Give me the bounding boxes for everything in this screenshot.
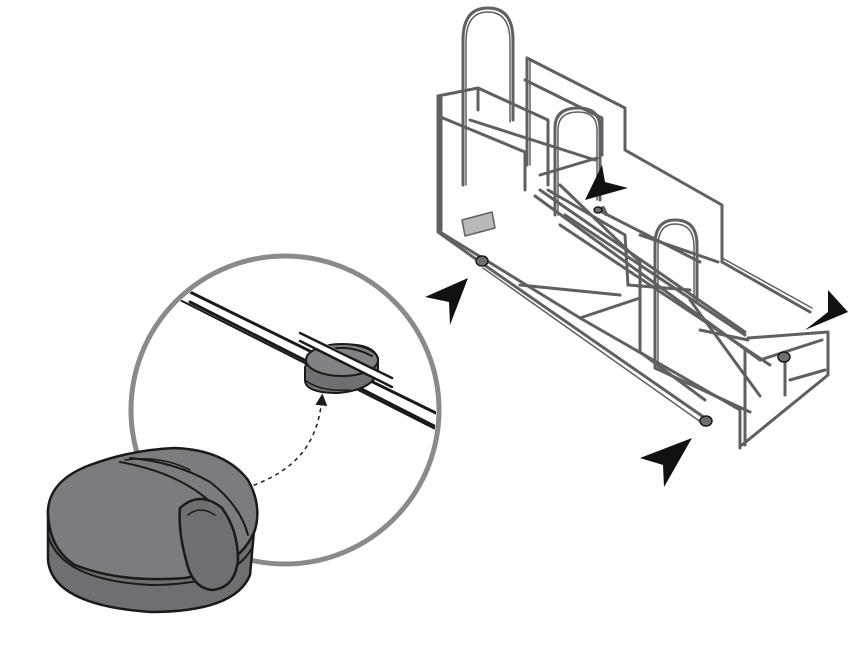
rack-foot-front-right: [777, 351, 791, 363]
rack-feet: [475, 206, 791, 427]
front-end-frame: [738, 330, 830, 450]
label-plate: [461, 211, 496, 237]
rubber-foot-icon: [46, 446, 259, 614]
dashed-leader-arrow: [245, 393, 328, 489]
arrowhead-marker-icon: [640, 438, 692, 487]
front-handle-loop: [653, 218, 699, 370]
arrowhead-markers: [425, 165, 848, 487]
rear-frame: [436, 94, 482, 264]
side-rail-bottom: [478, 260, 707, 420]
arrowhead-marker-icon: [425, 278, 468, 325]
small-foot-on-rod: [296, 331, 396, 395]
rear-handle-loop: [461, 6, 515, 187]
rack-foot-rear: [475, 255, 489, 267]
side-rail-top: [720, 260, 812, 314]
rack-foot-middle: [593, 206, 603, 214]
middle-handle-loop: [553, 106, 602, 217]
arrowhead-marker-icon: [585, 165, 628, 200]
wire-rack-icon: [436, 6, 830, 450]
rack-foot-front-left: [699, 415, 713, 427]
tier-one-frame: [525, 56, 724, 264]
arrowhead-marker-icon: [805, 290, 848, 330]
